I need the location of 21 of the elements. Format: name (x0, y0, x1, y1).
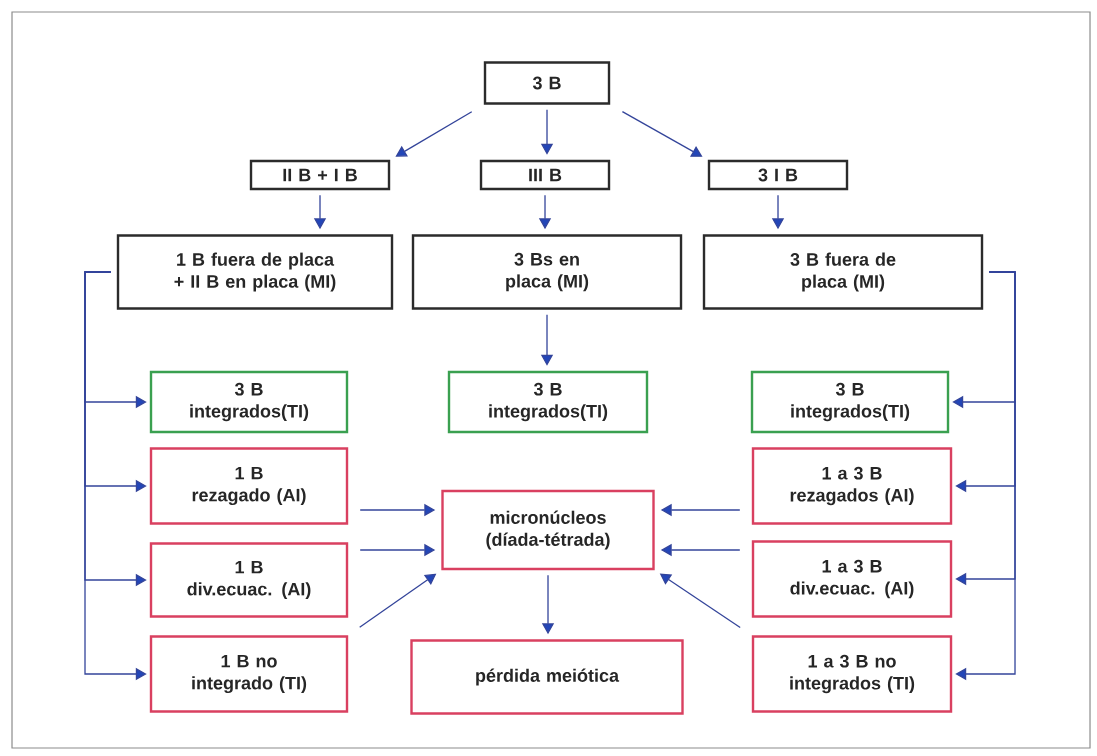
process-box: III B (479, 159, 611, 191)
process-box: pérdida meiótica (410, 639, 684, 715)
process-box: 1 a 3 B rezagados (AI) (751, 447, 953, 525)
process-box: 3 B integrados(TI) (750, 370, 950, 434)
process-box: micronúcleos (díada-tétrada) (441, 489, 655, 571)
process-box: 3 B integrados(TI) (149, 370, 349, 434)
process-box: 3 B integrados(TI) (447, 370, 649, 434)
process-box: 1 B rezagado (AI) (149, 447, 349, 525)
process-box: 1 a 3 B div.ecuac. (AI) (751, 540, 953, 618)
process-box: 1 B div.ecuac. (AI) (149, 542, 349, 618)
process-box: 3 I B (707, 159, 849, 191)
arrow (395, 111, 473, 157)
process-box: 1 B fuera de placa + II B en placa (MI) (116, 234, 394, 310)
arrow (955, 271, 1016, 681)
process-box: 3 Bs en placa (MI) (411, 234, 683, 310)
process-box: 1 B no integrado (TI) (149, 635, 349, 713)
arrow (621, 110, 703, 157)
process-box: 1 a 3 B no integrados (TI) (751, 635, 953, 713)
process-box: 3 B fuera de placa (MI) (702, 234, 984, 310)
process-box: II B + I B (249, 159, 391, 191)
process-box: 3 B (483, 61, 611, 105)
